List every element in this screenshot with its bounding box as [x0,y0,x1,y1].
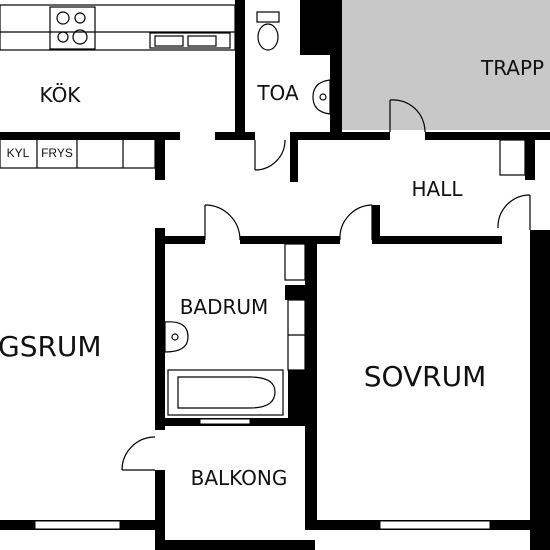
hall-closet [499,139,526,176]
stove-icon [49,6,96,50]
toilet-sink-icon [312,79,331,115]
fridge-label: KYL [7,146,30,160]
bathtub-icon [167,369,284,416]
toilet-label: TOA [256,81,299,105]
door-swings [121,99,531,471]
bathroom-sink-icon [164,321,189,353]
stairwell-label: TRAPP [480,56,544,80]
freezer-label: FRYS [41,146,73,160]
sink-icon [149,32,231,49]
windows [34,418,491,530]
balcony-label: BALKONG [191,466,288,490]
stairwell-area [340,0,550,130]
toilet-icon [256,11,280,51]
hall-label: HALL [411,177,463,201]
bathroom-label: BADRUM [180,295,269,319]
living-room-label: GSRUM [0,330,102,363]
kitchen-label: KÖK [40,83,82,107]
bathroom-cabinets [284,243,306,371]
fridge-freezer-row [0,133,156,169]
kitchen-counter [0,4,236,51]
bedroom-label: SOVRUM [364,360,487,393]
